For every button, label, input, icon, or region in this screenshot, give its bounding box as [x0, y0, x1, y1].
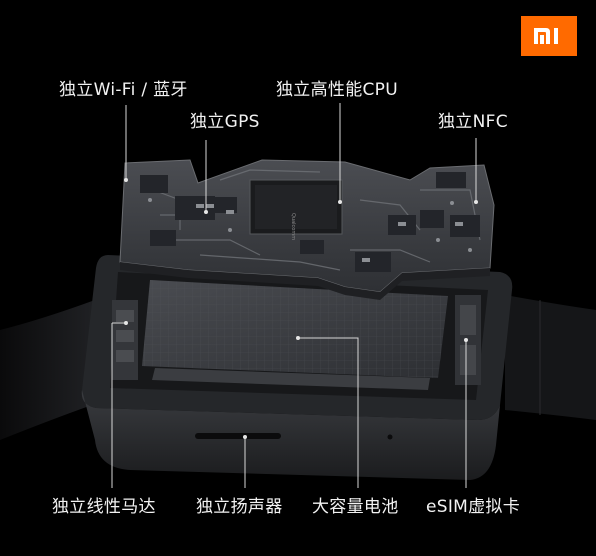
label-nfc: 独立NFC	[438, 112, 508, 132]
watch-strap-left	[0, 300, 95, 440]
chip-text: Qualcomm	[290, 213, 296, 240]
speaker-grille	[195, 433, 281, 439]
label-wifi-bluetooth: 独立Wi-Fi / 蓝牙	[59, 80, 188, 100]
label-battery: 大容量电池	[312, 497, 399, 517]
microphone-hole	[387, 434, 393, 440]
circuit-board: Qualcomm	[119, 159, 495, 300]
xiaomi-logo	[521, 16, 577, 56]
label-esim: eSIM虚拟卡	[426, 497, 521, 517]
label-speaker: 独立扬声器	[196, 497, 283, 517]
label-linear-motor: 独立线性马达	[52, 497, 156, 517]
watch-strap-right	[505, 295, 596, 420]
battery	[142, 280, 448, 390]
label-gps: 独立GPS	[190, 112, 260, 132]
cpu-chip: Qualcomm	[249, 179, 343, 240]
linear-motor	[112, 300, 138, 380]
label-cpu: 独立高性能CPU	[276, 80, 398, 100]
